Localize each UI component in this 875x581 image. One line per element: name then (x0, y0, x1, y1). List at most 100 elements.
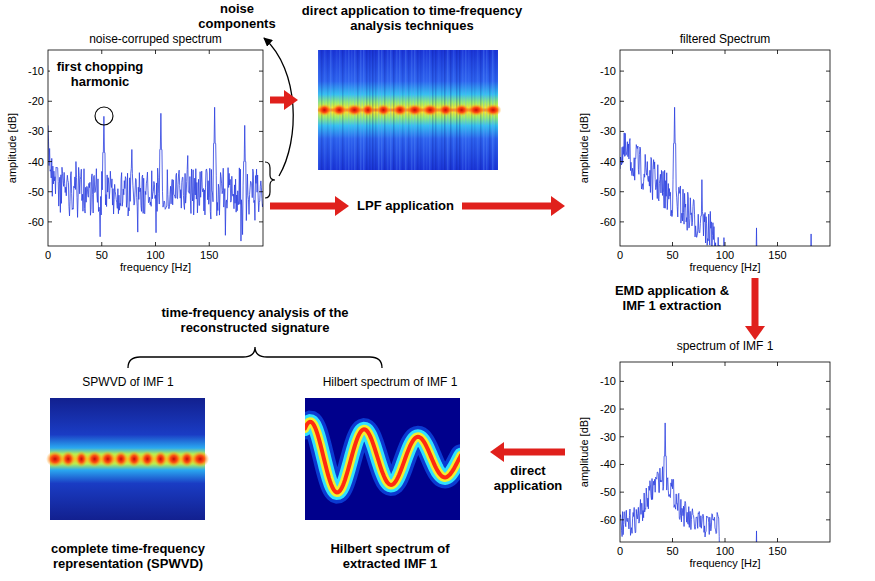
hilbert-curve (305, 422, 460, 493)
tick-label: 150 (200, 249, 218, 262)
process-step: LPF application (349, 196, 462, 217)
plot-area (48, 50, 263, 246)
tick-label: 150 (768, 545, 786, 558)
flow-arrow (752, 278, 759, 326)
tick-mark (620, 221, 624, 222)
tick-label: -20 (28, 95, 44, 108)
flow-arrow (462, 203, 551, 210)
tick-label: -50 (600, 486, 616, 499)
spwvd-blob (166, 451, 182, 467)
hilbert-curve (305, 422, 460, 493)
tick-label: 50 (666, 545, 678, 558)
tick-mark (826, 101, 830, 102)
tick-mark (620, 519, 624, 520)
tick-mark (155, 50, 156, 54)
tick-label: -50 (600, 185, 616, 198)
flow-arrow (504, 449, 565, 456)
axis-title: frequency [Hz] (690, 557, 761, 570)
tick-mark (48, 221, 52, 222)
tick-label: -40 (600, 458, 616, 471)
tick-mark (259, 191, 263, 192)
spwvd-blob (127, 451, 141, 467)
tick-mark (620, 101, 624, 102)
tick-mark (620, 409, 624, 410)
tick-mark (826, 492, 830, 493)
panel-title: Hilbert spectrum of IMF 1 (290, 376, 490, 390)
tick-label: -30 (600, 430, 616, 443)
tick-label: -30 (600, 125, 616, 138)
axis-title: frequency [Hz] (690, 261, 761, 274)
tick-mark (725, 362, 726, 366)
spwvd-blob (75, 451, 87, 467)
tick-label: -30 (28, 125, 44, 138)
tick-mark (155, 242, 156, 246)
heatmap-blob (393, 104, 408, 116)
tick-label: 100 (716, 545, 734, 558)
tick-mark (826, 409, 830, 410)
tick-mark (620, 464, 624, 465)
tick-label: -40 (28, 155, 44, 168)
spwvd-blob (154, 451, 167, 467)
image-panel: Hilbert spectrum of IMF 1Hilbert spectru… (290, 376, 490, 572)
tick-mark (620, 492, 624, 493)
tick-mark (826, 381, 830, 382)
spwvd-blob (87, 451, 102, 467)
spwvd-blob (100, 451, 115, 467)
tick-label: -60 (28, 216, 44, 229)
tick-label: -40 (600, 155, 616, 168)
tick-mark (826, 519, 830, 520)
tick-mark (826, 221, 830, 222)
tick-mark (672, 538, 673, 542)
heatmap-blob (422, 104, 439, 116)
heatmap-blob (454, 104, 469, 116)
tick-mark (826, 464, 830, 465)
pointer-arrow (264, 38, 293, 176)
spwvd-blob (46, 451, 64, 467)
tick-mark (777, 242, 778, 246)
tick-label: -10 (600, 65, 616, 78)
tick-label: 150 (768, 249, 786, 262)
tick-mark (725, 538, 726, 542)
heatmap-blob (468, 104, 485, 116)
tick-label: 50 (96, 249, 108, 262)
tick-mark (826, 161, 830, 162)
heatmap-blob (332, 104, 347, 116)
tick-mark (620, 71, 624, 72)
tick-label: -50 (28, 185, 44, 198)
tick-mark (259, 71, 263, 72)
tick-mark (620, 131, 624, 132)
tick-label: -60 (600, 514, 616, 527)
heatmap-blob (407, 104, 424, 116)
panel-title: spectrum of IMF 1 (620, 340, 830, 354)
group-brace (128, 347, 382, 368)
hilbert-curve (305, 422, 460, 493)
harmonic-circle (95, 107, 113, 125)
tick-mark (620, 191, 624, 192)
flow-arrow (270, 203, 335, 210)
panel-title: filtered Spectrum (620, 33, 830, 47)
tick-mark (725, 50, 726, 54)
plot-frame (48, 50, 263, 246)
heatmap-blob (485, 104, 502, 116)
tick-label: 100 (716, 249, 734, 262)
tick-mark (209, 50, 210, 54)
heatmap-blob (361, 104, 374, 116)
tick-mark (826, 71, 830, 72)
tick-mark (777, 538, 778, 542)
tick-label: -10 (600, 375, 616, 388)
tick-mark (672, 50, 673, 54)
tf-heatmap (318, 50, 498, 170)
tick-mark (48, 131, 52, 132)
panel-title: SPWVD of IMF 1 (28, 376, 228, 390)
heatmap-blob (439, 104, 453, 116)
spwvd-blob (141, 451, 155, 467)
tick-mark (209, 242, 210, 246)
spectrum-trace (620, 423, 830, 542)
panel-title: noise-corruped spectrum (48, 33, 263, 47)
tick-mark (101, 242, 102, 246)
plot-frame (620, 362, 830, 542)
tick-mark (826, 191, 830, 192)
plot-area (620, 50, 830, 246)
hilbert-curve (305, 422, 460, 493)
spwvd-blob (61, 451, 75, 467)
